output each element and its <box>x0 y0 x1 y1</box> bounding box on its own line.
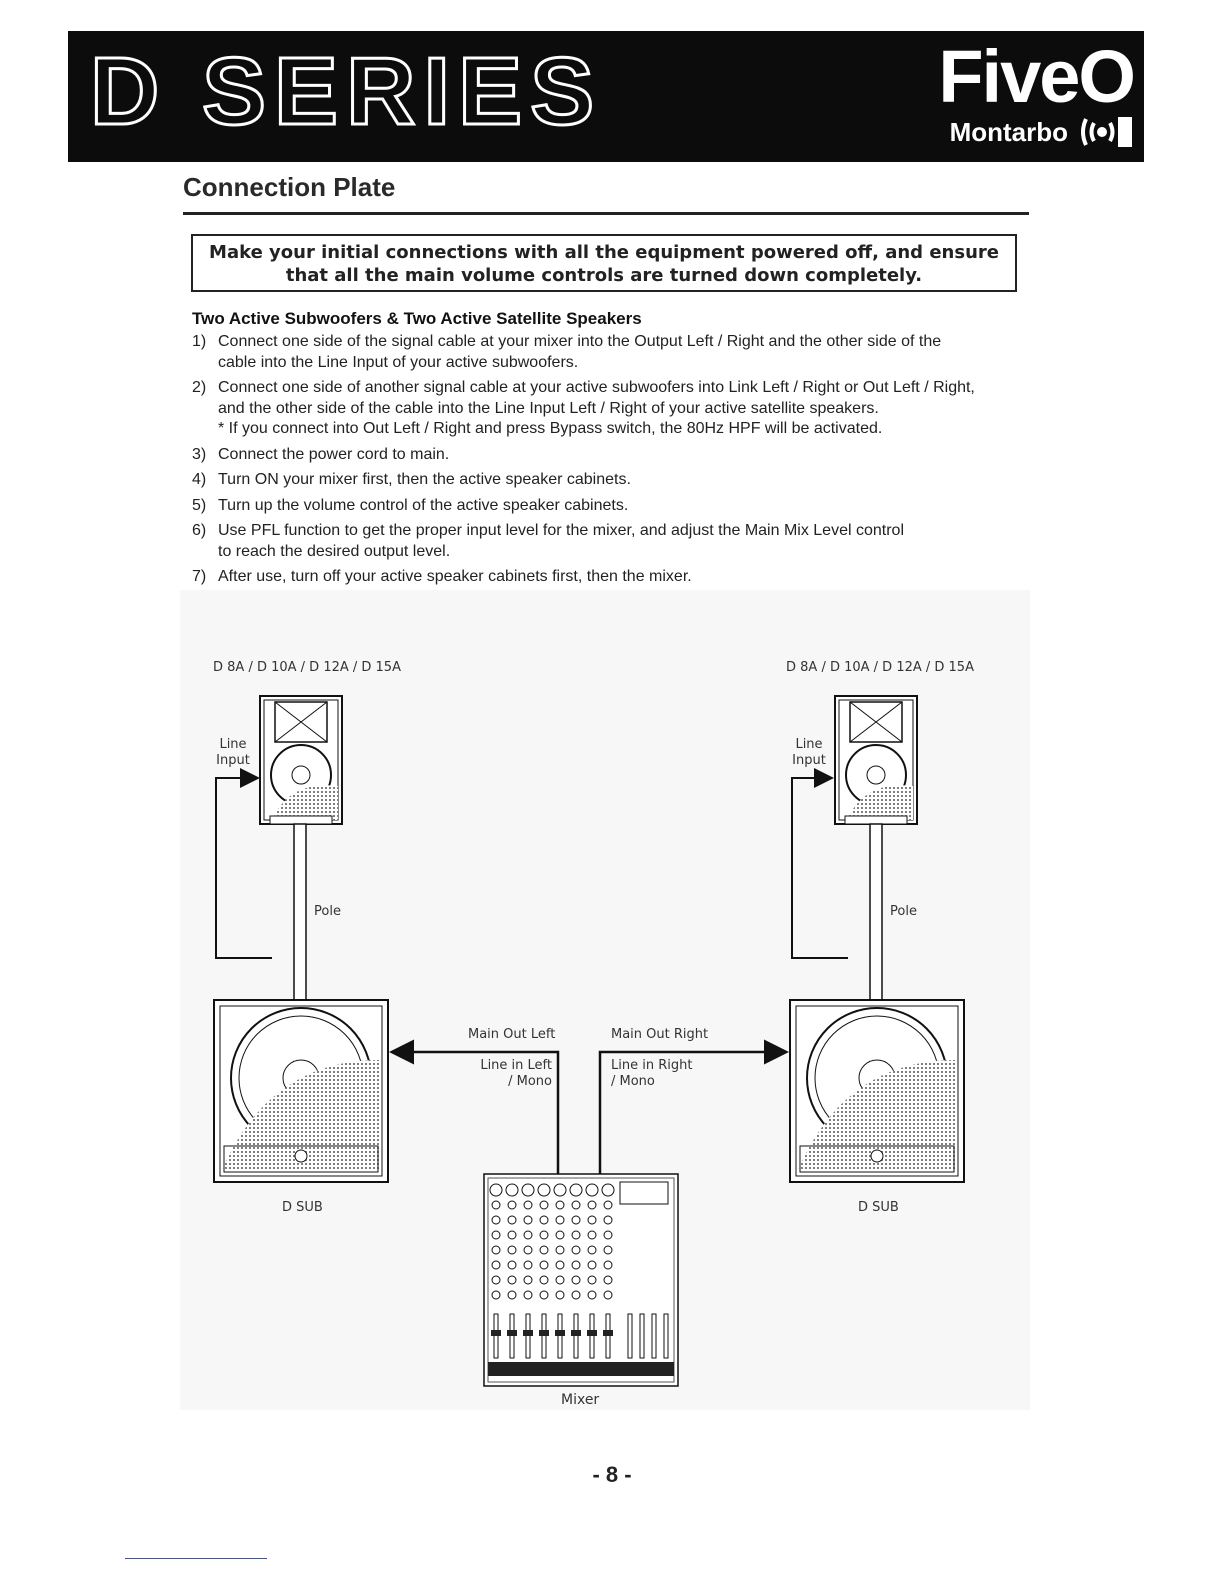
sub-brand-name: Montarbo <box>949 117 1068 147</box>
step-text: * If you connect into Out Left / Right a… <box>218 420 883 437</box>
right-subwoofer <box>789 999 965 1183</box>
left-sub-label: D SUB <box>282 1200 323 1215</box>
title-divider <box>183 212 1029 215</box>
main-out-right-label: Main Out Right <box>611 1027 709 1042</box>
mixer-unit <box>483 1173 679 1387</box>
step-text: Turn ON your mixer first, then the activ… <box>218 471 631 488</box>
line-in-left-label: Line in Left / Mono <box>480 1058 552 1089</box>
connection-diagram: D 8A / D 10A / D 12A / D 15A D 8A / D 10… <box>180 590 1030 1410</box>
page-title: Connection Plate <box>183 172 396 202</box>
left-subwoofer <box>213 999 389 1183</box>
series-logo: D SERIES <box>88 37 603 147</box>
page-number: - 8 - <box>592 1462 632 1487</box>
step-text: to reach the desired output level. <box>218 542 451 560</box>
instruction-step: 4) Turn ON your mixer first, then the act… <box>192 470 1032 491</box>
line-in-right-label: Line in Right / Mono <box>611 1058 693 1089</box>
instruction-step: 2) Connect one side of another signal cab… <box>192 378 1032 440</box>
instruction-step: 5) Turn up the volume control of the acti… <box>192 496 1032 517</box>
step-number: 1) <box>192 333 207 350</box>
step-text: Turn up the volume control of the active… <box>218 496 629 514</box>
instruction-step: 7) After use, turn off your active speake… <box>192 567 1032 588</box>
footer-line <box>125 1558 267 1559</box>
step-number: 2) <box>192 379 207 396</box>
step-number: 3) <box>192 445 207 463</box>
speaker-logo-icon <box>1078 115 1134 149</box>
sub-brand: Montarbo <box>938 115 1134 149</box>
safety-notice: Make your initial connections with all t… <box>191 234 1017 292</box>
instruction-list: 1) Connect one side of the signal cable a… <box>192 332 1032 593</box>
right-speaker-model-label: D 8A / D 10A / D 12A / D 15A <box>786 660 974 675</box>
right-satellite-speaker <box>834 695 918 825</box>
step-text: Connect the power cord to main. <box>218 445 450 463</box>
step-number: 6) <box>192 522 207 539</box>
section-heading: Two Active Subwoofers & Two Active Satel… <box>192 309 642 328</box>
step-text: Connect one side of another signal cable… <box>218 379 975 396</box>
brand-name: FiveO <box>938 35 1136 118</box>
instruction-step: 6) Use PFL function to get the proper inp… <box>192 521 1032 562</box>
step-text: cable into the Line Input of your active… <box>218 353 579 371</box>
step-text: and the other side of the cable into the… <box>218 399 879 417</box>
left-speaker-model-label: D 8A / D 10A / D 12A / D 15A <box>213 660 401 675</box>
step-text: Use PFL function to get the proper input… <box>218 522 904 539</box>
step-number: 4) <box>192 471 207 488</box>
header-banner: D SERIES FiveO Montarbo <box>68 31 1144 162</box>
step-text: After use, turn off your active speaker … <box>218 568 692 585</box>
step-text: Connect one side of the signal cable at … <box>218 333 942 350</box>
step-number: 5) <box>192 496 207 514</box>
left-line-input-label: Line Input <box>216 737 250 768</box>
step-number: 7) <box>192 568 207 585</box>
right-pole-label: Pole <box>890 904 917 919</box>
right-line-input-label: Line Input <box>792 737 826 768</box>
instruction-step: 1) Connect one side of the signal cable a… <box>192 332 1032 373</box>
mixer-label: Mixer <box>561 1392 600 1408</box>
left-satellite-speaker <box>259 695 343 825</box>
left-pole-label: Pole <box>314 904 341 919</box>
instruction-step: 3) Connect the power cord to main. <box>192 445 1032 466</box>
main-out-left-label: Main Out Left <box>468 1027 556 1042</box>
brand-logo: FiveO Montarbo <box>938 35 1136 149</box>
diagram-drawing <box>213 695 965 1387</box>
right-sub-label: D SUB <box>858 1200 899 1215</box>
